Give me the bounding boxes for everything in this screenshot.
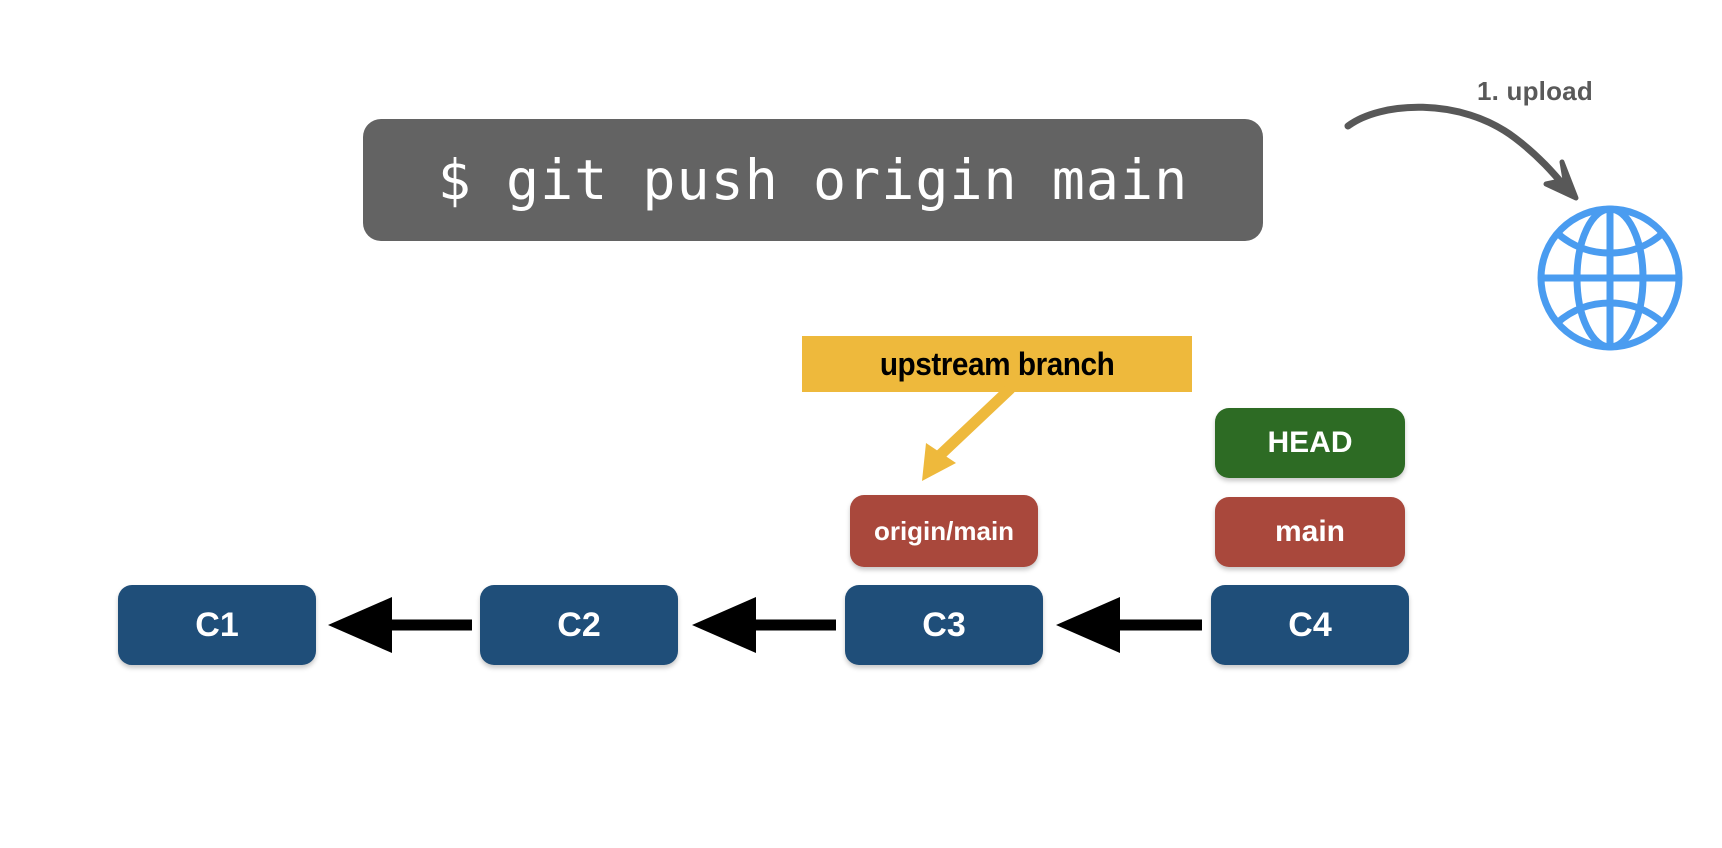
ref-head[interactable]: HEAD <box>1215 408 1405 478</box>
commit-node-c2[interactable]: C2 <box>480 585 678 665</box>
upstream-branch-label: upstream branch <box>879 345 1115 382</box>
edge-c4-to-c3 <box>1056 597 1202 653</box>
upload-sketch-arrow-icon <box>1344 103 1579 201</box>
commit-label-c2: C2 <box>557 605 601 644</box>
commit-node-c1[interactable]: C1 <box>118 585 316 665</box>
commit-node-c4[interactable]: C4 <box>1211 585 1409 665</box>
ref-main[interactable]: main <box>1215 497 1405 567</box>
ref-label-origin-main: origin/main <box>873 515 1015 546</box>
commit-label-c3: C3 <box>922 605 966 644</box>
terminal-command-box: $ git push origin main <box>363 119 1263 241</box>
upstream-branch-arrow-icon <box>922 385 1016 481</box>
commit-label-c4: C4 <box>1288 605 1332 644</box>
edge-c2-to-c1 <box>328 597 472 653</box>
commit-label-c1: C1 <box>195 605 239 644</box>
upload-step-label: 1. upload <box>1477 76 1593 106</box>
ref-label-head: HEAD <box>1267 426 1353 459</box>
upstream-branch-callout: upstream branch <box>802 336 1192 392</box>
ref-origin-main[interactable]: origin/main <box>850 495 1038 567</box>
terminal-command-text: $ git push origin main <box>437 148 1189 212</box>
ref-label-main: main <box>1274 515 1346 548</box>
globe-icon <box>1537 205 1683 351</box>
edge-c3-to-c2 <box>692 597 836 653</box>
commit-node-c3[interactable]: C3 <box>845 585 1043 665</box>
